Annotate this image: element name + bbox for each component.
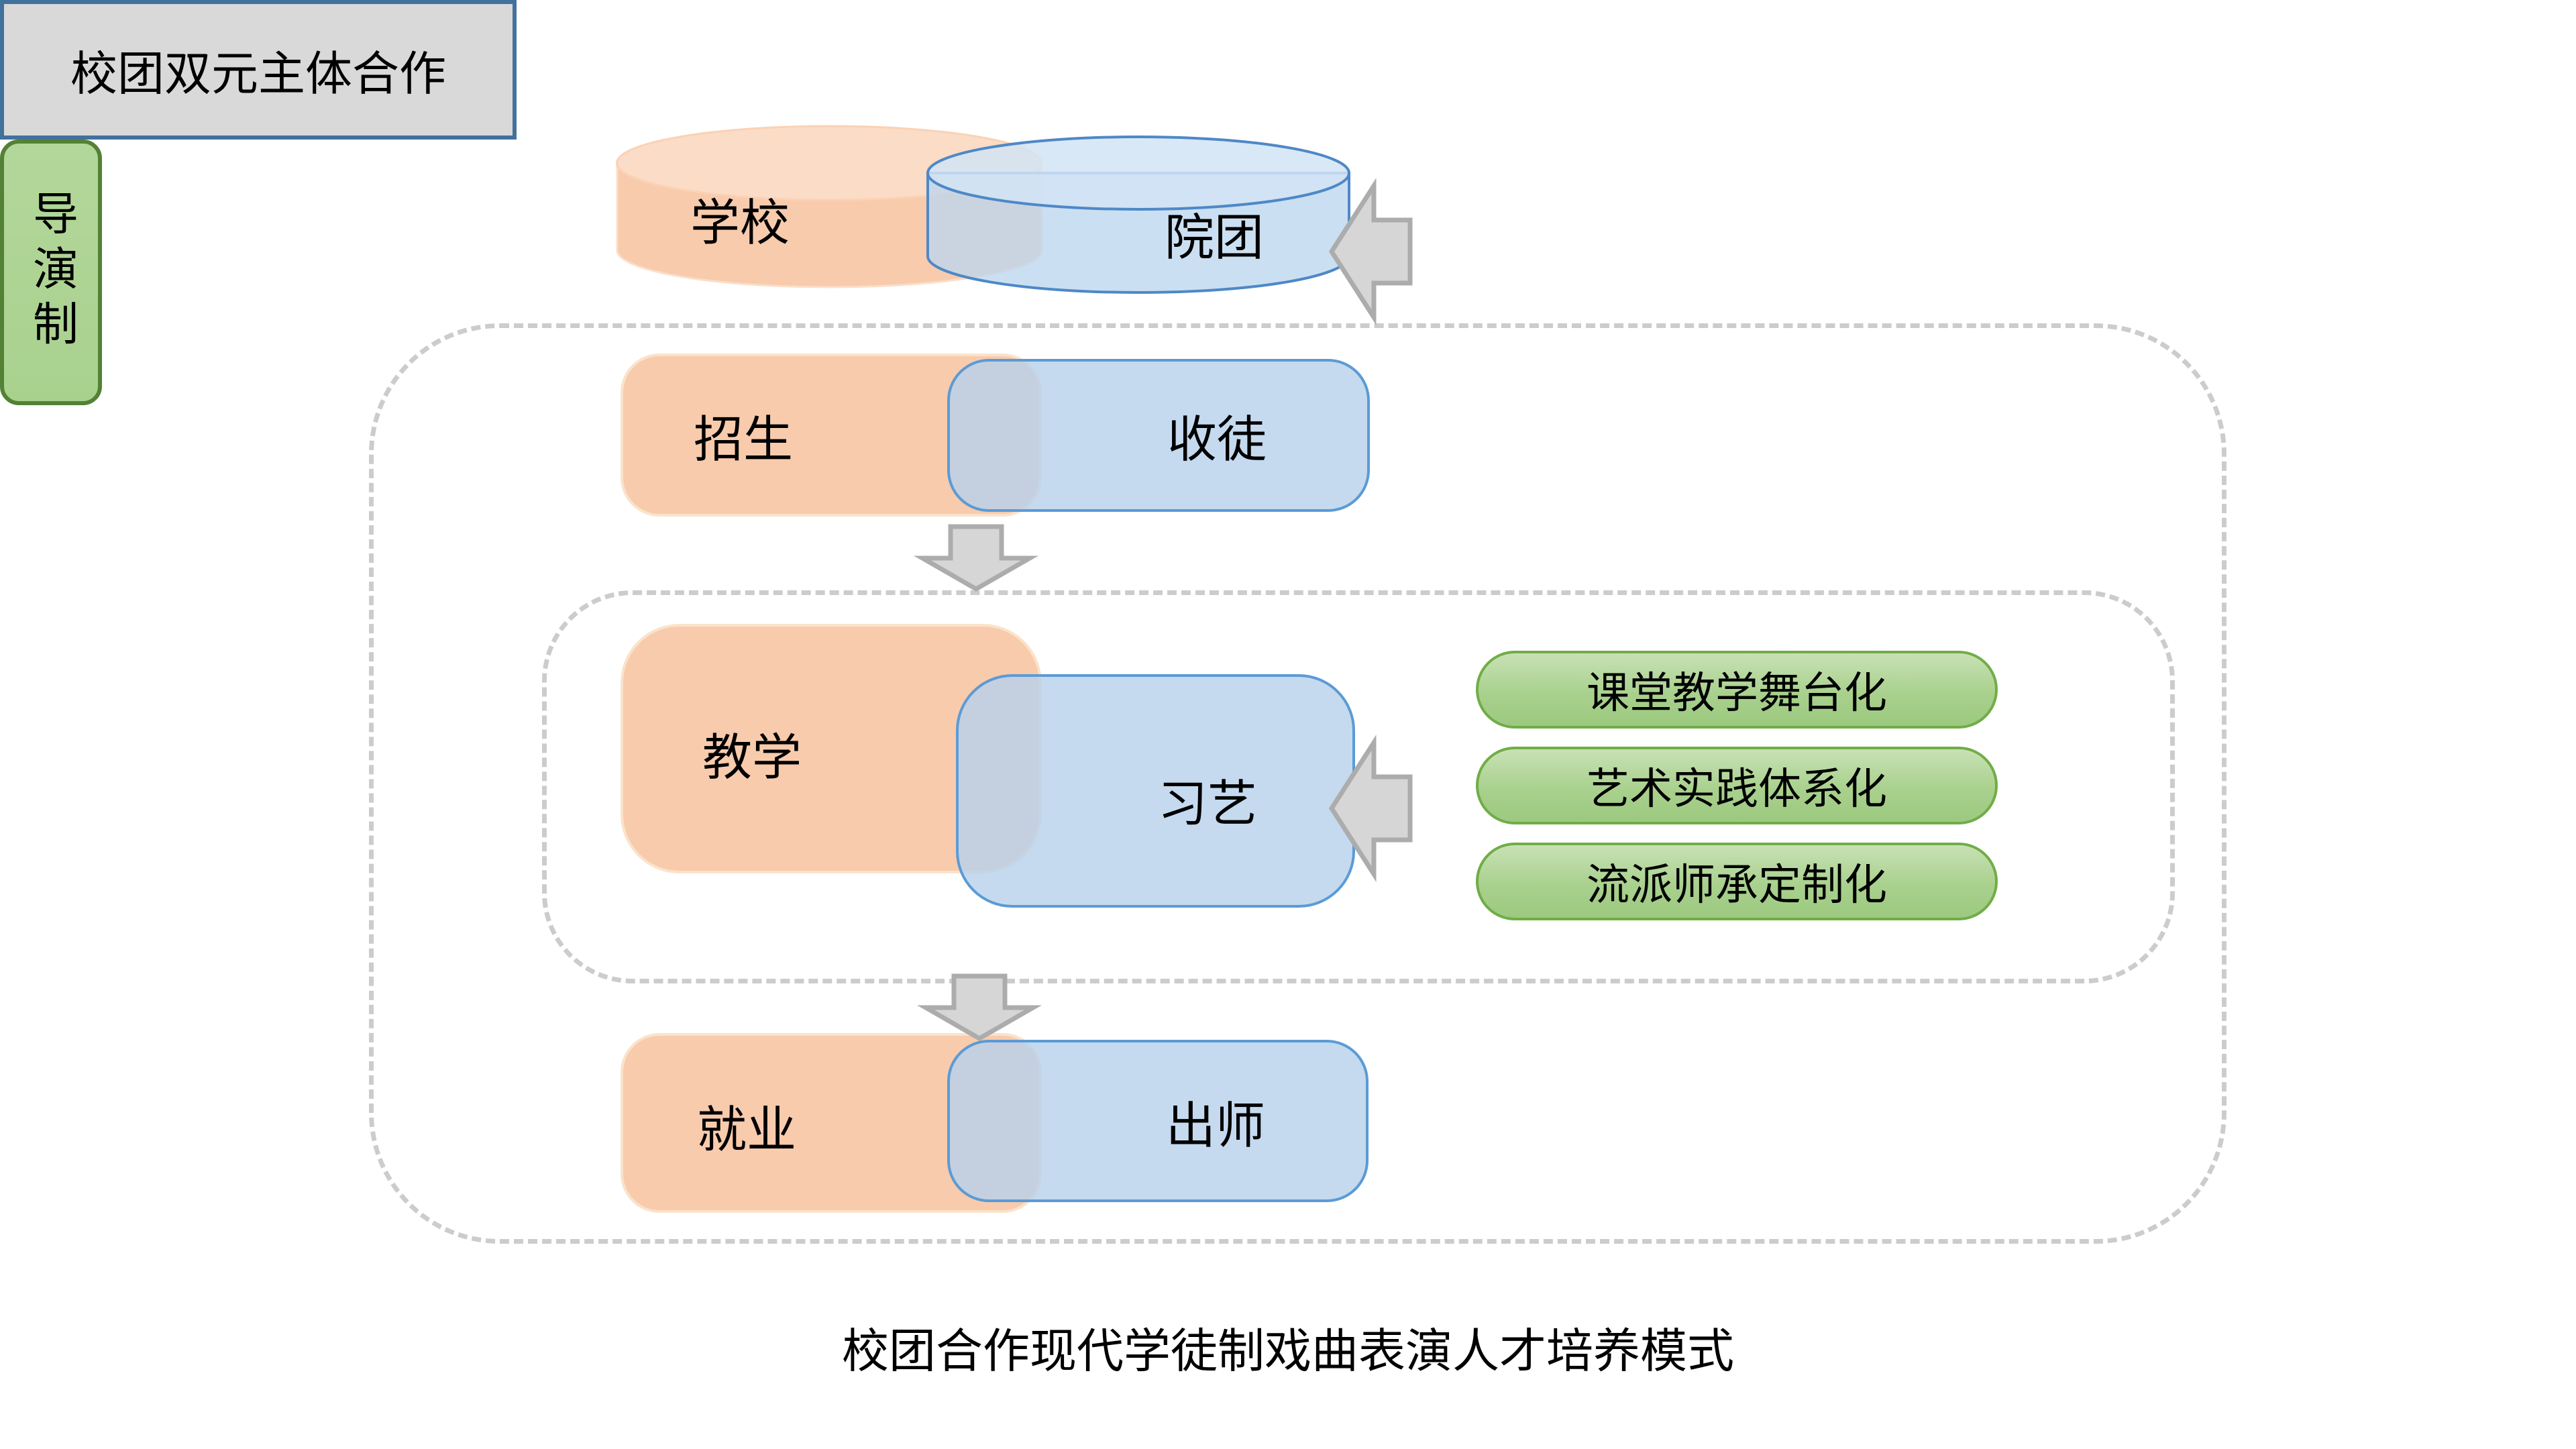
strategy-2-label: 艺术实践体系化 xyxy=(1587,765,1887,814)
diagram-caption: 校团合作现代学徒制戏曲表演人才培养模式 xyxy=(842,1324,1734,1379)
recruit-label: 招生 xyxy=(694,411,793,469)
employ-label: 就业 xyxy=(697,1101,796,1159)
troupe-cylinder xyxy=(926,136,1350,294)
director-system-box: 导演制 xyxy=(0,140,102,405)
school-cylinder-label: 学校 xyxy=(690,194,790,252)
troupe-cylinder-label: 院团 xyxy=(1165,209,1264,267)
cooperation-box: 校团双元主体合作 xyxy=(0,0,517,140)
learn-label: 习艺 xyxy=(1158,775,1257,833)
cooperation-label: 校团双元主体合作 xyxy=(70,46,446,101)
strategy-3-label: 流派师承定制化 xyxy=(1587,861,1887,910)
employ-troupe-box xyxy=(947,1040,1368,1202)
teach-label: 教学 xyxy=(702,729,802,787)
school-cylinder-body xyxy=(616,162,1043,288)
strategy-pill-2: 艺术实践体系化 xyxy=(1476,747,1998,824)
director-system-label: 导演制 xyxy=(24,190,78,355)
troupe-cylinder-body xyxy=(926,172,1350,294)
graduate-label: 出师 xyxy=(1166,1097,1265,1155)
outer-process-dashed-container xyxy=(369,323,2226,1244)
strategy-1-label: 课堂教学舞台化 xyxy=(1587,669,1887,718)
teach-troupe-box xyxy=(956,674,1355,908)
school-cylinder-top xyxy=(616,125,1042,201)
school-cylinder xyxy=(616,125,1043,288)
inner-teaching-dashed-container xyxy=(542,590,2175,983)
left-arrow-cooperation-icon xyxy=(1328,178,1413,325)
strategy-pill-1: 课堂教学舞台化 xyxy=(1476,651,1998,729)
strategy-pill-3: 流派师承定制化 xyxy=(1476,843,1998,920)
recruit-troupe-box xyxy=(947,359,1370,512)
troupe-cylinder-top xyxy=(926,136,1350,211)
apprentice-label: 收徒 xyxy=(1167,411,1267,469)
